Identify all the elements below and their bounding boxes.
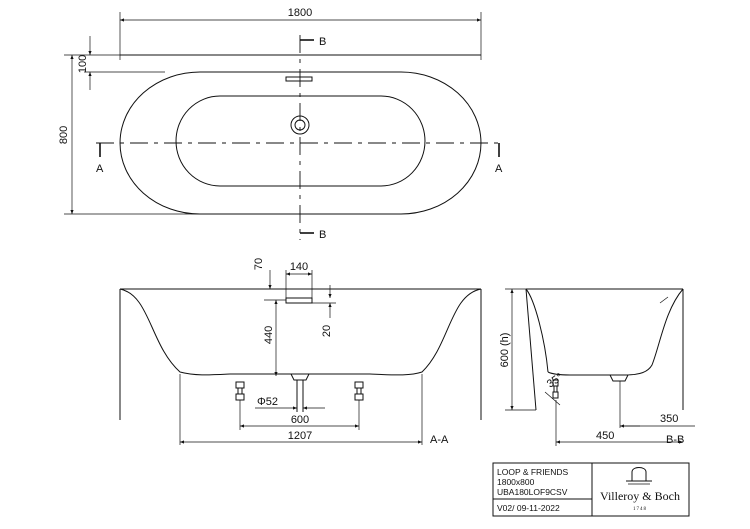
aa-dim-70-label: 70 — [253, 258, 265, 270]
aa-dim-1207-label: 1207 — [288, 430, 312, 442]
bb-drain — [609, 374, 629, 382]
aa-foot-left — [235, 381, 245, 401]
tb-article-number: UBA180LOF9CSV — [497, 487, 568, 497]
brand-name: Villeroy & Boch — [600, 489, 680, 503]
aa-dim-600-label: 600 — [291, 414, 309, 426]
brand-logo-icon — [631, 467, 647, 481]
bb-angle-label: 35° — [545, 371, 566, 390]
bb-dim-height-label: 600 (h) — [499, 333, 511, 368]
aa-dim-440-label: 440 — [263, 326, 275, 344]
tb-version: V02/ 09-11-2022 — [497, 503, 560, 513]
bb-back-wall — [525, 288, 537, 411]
tb-size: 1800x800 — [497, 477, 535, 487]
outer-tub-outline — [119, 71, 482, 215]
section-bb-view: 35° 600 (h) 350 450 B-B — [499, 288, 695, 446]
bb-section-label: B-B — [666, 434, 684, 446]
bb-dim-450-label: 450 — [596, 430, 614, 442]
section-a-right-label: A — [495, 163, 503, 175]
aa-foot-right — [354, 381, 364, 401]
aa-outer-profile — [119, 288, 482, 376]
aa-dim-phi-label: Φ52 — [257, 396, 278, 408]
bb-basin-profile — [547, 288, 684, 376]
plan-view: 1800 100 800 B B A A — [58, 7, 503, 241]
title-block: LOOP & FRIENDS 1800x800 UBA180LOF9CSV V0… — [492, 462, 690, 517]
rim-dim-label: 100 — [77, 55, 89, 73]
bb-dim-350-label: 350 — [660, 413, 678, 425]
title-block-frame — [492, 462, 690, 517]
aa-dim-140-label: 140 — [290, 261, 308, 273]
aa-drain-body — [290, 373, 310, 381]
section-a-left-label: A — [96, 163, 104, 175]
aa-section-label: A-A — [430, 434, 449, 446]
inner-basin-outline — [175, 95, 426, 187]
aa-overflow — [285, 297, 313, 304]
section-aa-view: 140 70 440 20 Φ52 — [119, 258, 482, 446]
bb-foot — [544, 379, 561, 406]
width-dim-label: 1800 — [288, 7, 312, 19]
aa-dim-20-label: 20 — [321, 325, 333, 337]
section-b-bottom-label: B — [319, 229, 326, 241]
tb-product-name: LOOP & FRIENDS — [497, 467, 568, 477]
brand-year: 1748 — [633, 507, 647, 512]
bb-back-profile — [525, 288, 549, 373]
bb-front-tick — [659, 296, 669, 304]
depth-dim-label: 800 — [58, 126, 70, 144]
section-b-top-label: B — [319, 36, 326, 48]
overflow-slot — [285, 76, 313, 82]
